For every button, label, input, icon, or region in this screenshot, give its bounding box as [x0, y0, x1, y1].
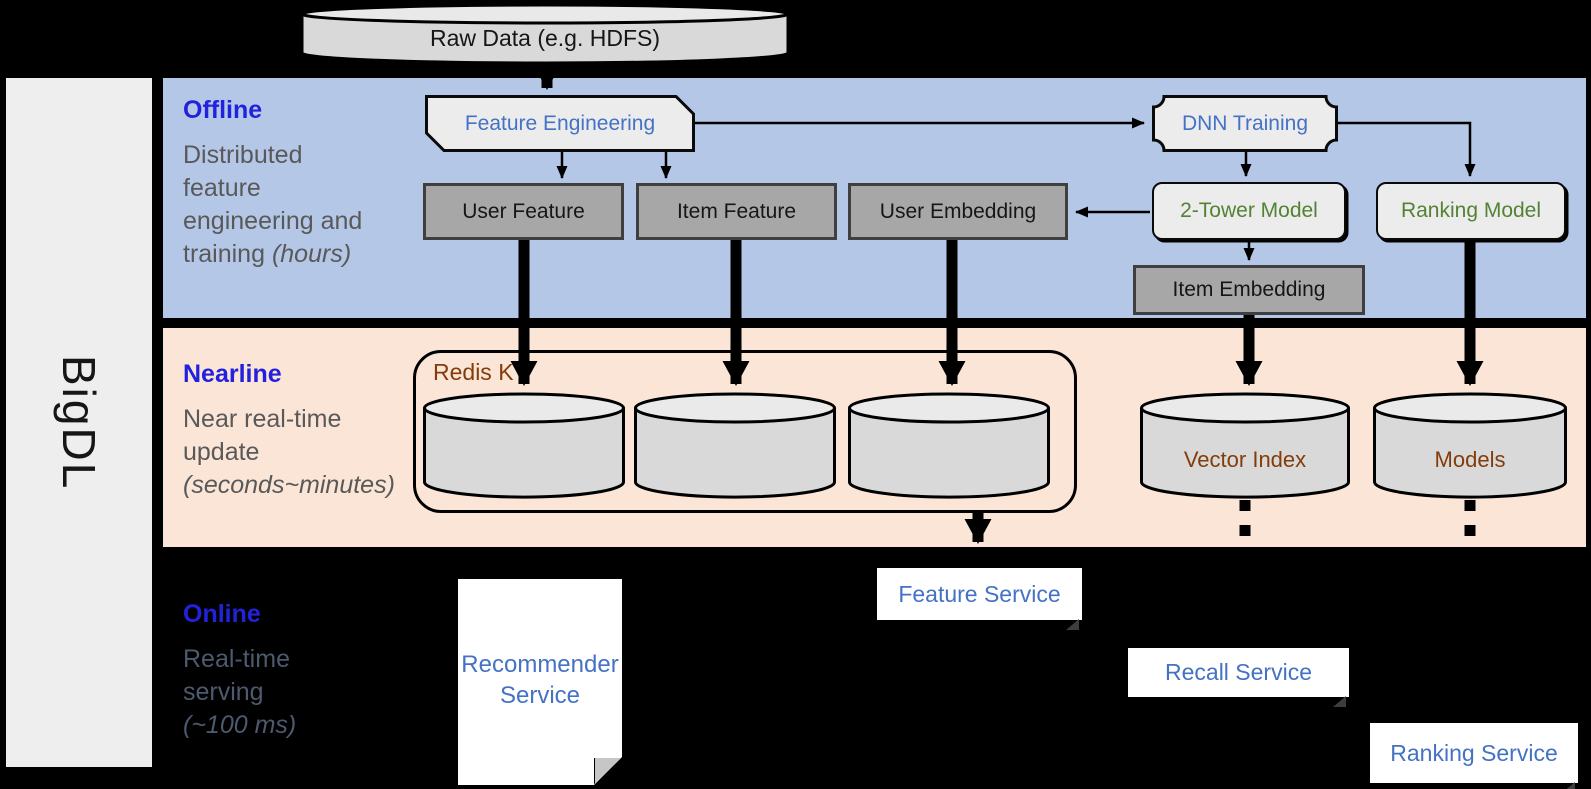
- redis-kv-label: Redis KV: [433, 359, 529, 385]
- cylinder-shape: [300, 3, 790, 65]
- callout-tail-icon: [1333, 696, 1346, 707]
- user-embedding-label: User Embedding: [879, 199, 1037, 223]
- dnn-training-label: DNN Training: [1181, 111, 1309, 135]
- recommender-service-node: Recommender Service: [458, 579, 622, 785]
- recommender-service-label: Recommender Service: [461, 651, 619, 709]
- bigdl-logo: BigDL: [53, 354, 105, 491]
- recall-service-label: Recall Service: [1165, 659, 1312, 685]
- user-feature-label: User Feature: [462, 199, 585, 223]
- raw-data-label: Raw Data (e.g. HDFS): [429, 24, 661, 51]
- cylinder-shape: [634, 392, 836, 499]
- online-title: Online: [183, 600, 261, 628]
- item-embedding-label: Item Embedding: [1172, 278, 1326, 301]
- online-section-label: Online Real-time serving (~100 ms): [183, 600, 433, 742]
- feature-engineering-label: Feature Engineering: [464, 111, 656, 135]
- ranking-model-label: Ranking Model: [1400, 199, 1542, 222]
- feature-service-label: Feature Service: [898, 580, 1061, 607]
- user-feature-node: User Feature: [423, 183, 624, 240]
- offline-title: Offline: [183, 96, 263, 124]
- item-embedding-node: Item Embedding: [1133, 265, 1365, 315]
- item-feature-node: Item Feature: [636, 183, 837, 240]
- plaque-shape: [1152, 95, 1338, 152]
- bigdl-sidebar: BigDL: [6, 78, 152, 767]
- user-embedding-node: User Embedding: [848, 183, 1068, 240]
- vector-index-label: Vector Index: [1183, 447, 1307, 472]
- two-tower-model-node: 2-Tower Model: [1152, 182, 1346, 240]
- cylinder-shape: [423, 392, 625, 499]
- callout-tail-icon: [1562, 782, 1575, 789]
- two-tower-model-label: 2-Tower Model: [1180, 199, 1318, 222]
- kv-store-cylinder-2: [634, 392, 836, 500]
- item-feature-label: Item Feature: [676, 199, 797, 223]
- kv-store-cylinder-3: [848, 392, 1050, 500]
- callout-tail-icon: [1066, 619, 1079, 630]
- dnn-training-node: DNN Training: [1152, 95, 1338, 152]
- feature-engineering-node: Feature Engineering: [425, 95, 695, 152]
- cylinder-shape: [1373, 392, 1567, 499]
- ranking-service-label: Ranking Service: [1390, 739, 1558, 766]
- ranking-service-node: Ranking Service: [1370, 723, 1578, 789]
- cylinder-shape: [848, 392, 1050, 499]
- feature-service-node: Feature Service: [877, 568, 1082, 630]
- ranking-model-node: Ranking Model: [1376, 182, 1566, 240]
- recall-service-node: Recall Service: [1128, 648, 1349, 707]
- raw-data-store: Raw Data (e.g. HDFS): [300, 3, 790, 65]
- nearline-title: Nearline: [183, 360, 282, 388]
- cylinder-shape: [1140, 392, 1350, 499]
- kv-store-cylinder-1: [423, 392, 625, 500]
- offline-section-label: Offline Distributed feature engineering …: [183, 96, 433, 271]
- cut-corner-shape: [425, 95, 695, 152]
- models-label: Models: [1434, 447, 1506, 472]
- models-store: Models: [1373, 392, 1567, 500]
- nearline-section-label: Nearline Near real-time update (seconds~…: [183, 360, 433, 502]
- vector-index-store: Vector Index: [1140, 392, 1350, 500]
